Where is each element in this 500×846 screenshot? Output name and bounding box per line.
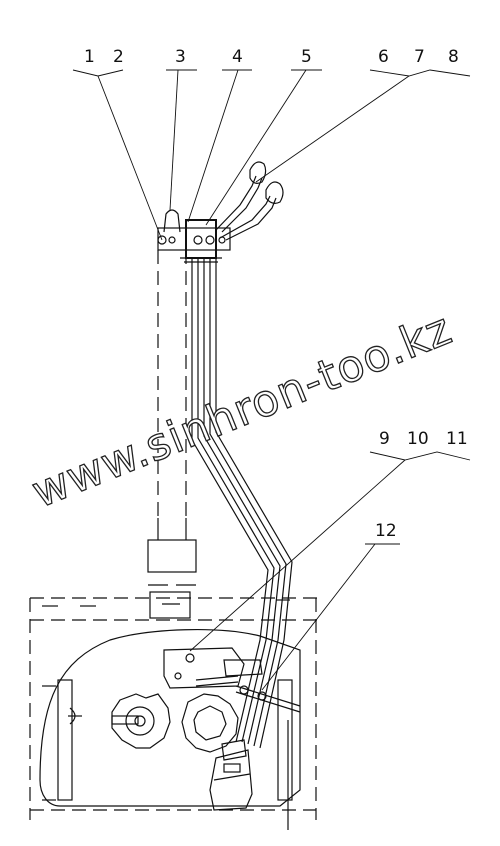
callout-12: 12	[375, 521, 397, 541]
watermark-text: www.sinhron-too.kz	[25, 303, 459, 518]
lower-frame	[29, 597, 320, 820]
callout-10: 10	[407, 429, 429, 449]
linkage-rod	[235, 685, 301, 830]
control-levers	[215, 161, 284, 241]
left-rotor	[111, 693, 171, 749]
distributor-block	[209, 739, 253, 811]
callout-1: 1	[84, 47, 95, 67]
callout-4: 4	[232, 47, 243, 67]
hydraulic-hoses	[191, 258, 293, 749]
control-valve	[157, 209, 231, 263]
callout-9: 9	[379, 429, 390, 449]
watermark: www.sinhron-too.kz	[24, 303, 459, 519]
callout-6: 6	[378, 47, 389, 67]
callout-5: 5	[301, 47, 312, 67]
leader-lines	[72, 69, 471, 691]
cab-outline	[147, 250, 197, 619]
callout-2: 2	[113, 47, 124, 67]
right-rotor	[181, 693, 239, 753]
callout-3: 3	[175, 47, 186, 67]
transmission-housing	[39, 629, 301, 807]
callout-7: 7	[414, 47, 425, 67]
callout-labels: 1 2 3 4 5 6 7 8 9 10 11 12	[84, 47, 468, 541]
mounting-bracket	[163, 647, 263, 689]
callout-11: 11	[446, 429, 468, 449]
callout-8: 8	[448, 47, 459, 67]
